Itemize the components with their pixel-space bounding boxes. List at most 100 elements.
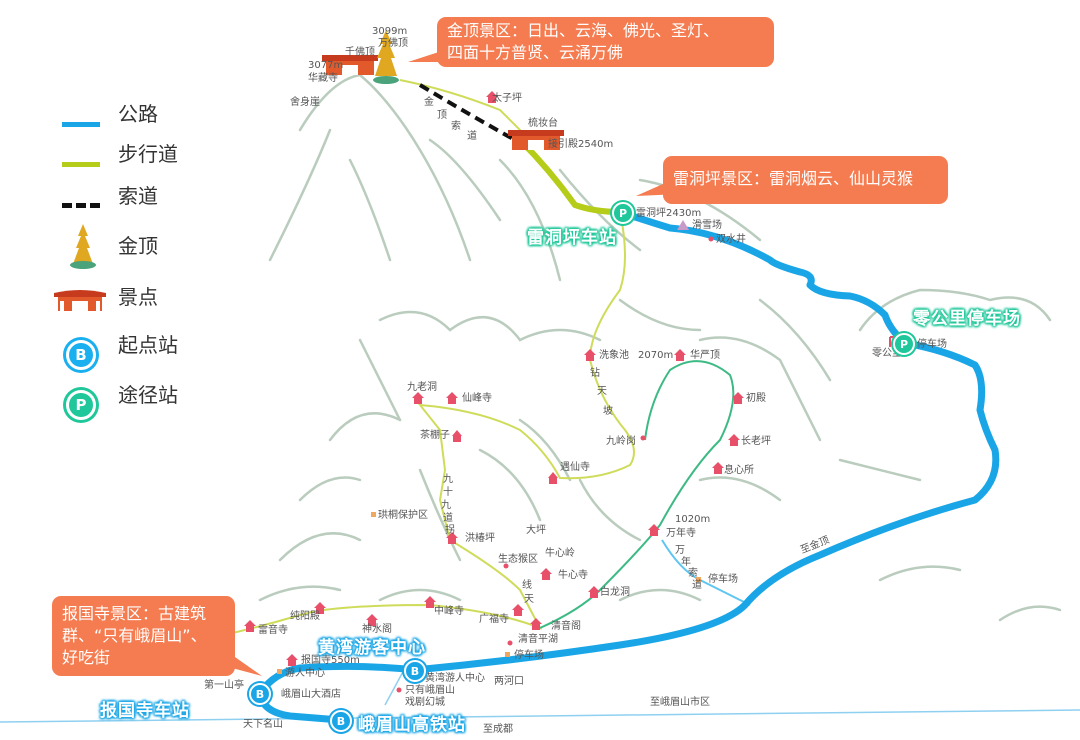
station-label-huangwan[interactable]: 黄湾游客中心 xyxy=(318,638,426,658)
station-label-leidongping[interactable]: 雷洞坪车站 xyxy=(527,228,617,248)
parking-marker xyxy=(505,652,510,657)
temple-marker xyxy=(512,604,524,616)
temple-icon-jieyin xyxy=(508,130,564,150)
trail-label-char: 九 xyxy=(443,474,453,485)
parking-glyph: P xyxy=(618,206,628,220)
bus-glyph: B xyxy=(336,714,346,728)
place-label: 中峰寺 xyxy=(434,606,464,617)
square-marker xyxy=(371,512,376,517)
bus-station-icon[interactable]: B xyxy=(249,683,271,705)
bus-icon: B xyxy=(66,340,96,370)
place-label: 神水阁 xyxy=(362,624,392,635)
road-line-icon xyxy=(62,122,100,127)
dot-marker xyxy=(503,563,509,569)
cableway-label-char: 道 xyxy=(467,131,477,142)
callout-line: 好吃街 xyxy=(62,648,111,667)
cableway-line-icon xyxy=(62,203,100,208)
dot-marker xyxy=(396,687,402,693)
temple-marker xyxy=(732,392,744,404)
cableway-label-char: 索 xyxy=(688,568,698,579)
place-label: 遇仙寺 xyxy=(560,462,590,473)
place-label: 万佛顶 xyxy=(378,38,408,49)
bus-glyph: B xyxy=(255,687,265,701)
place-label: 珙桐保护区 xyxy=(378,510,428,521)
main-road xyxy=(257,208,1000,696)
place-label: 2070m xyxy=(638,350,674,361)
temple-icon xyxy=(54,290,106,311)
temple-marker xyxy=(728,434,740,446)
place-label: 只有峨眉山 xyxy=(405,685,455,696)
secondary-road xyxy=(0,709,1080,723)
callout-line: 报国寺景区：古建筑 xyxy=(62,604,207,623)
temple-marker xyxy=(588,586,600,598)
place-label: 报国寺550m xyxy=(301,655,360,666)
cableway-label-char: 道 xyxy=(692,580,702,591)
trail-label-char: 拐 xyxy=(445,525,455,536)
temple-marker xyxy=(584,349,596,361)
place-label: 游人中心 xyxy=(285,668,325,679)
dot-marker xyxy=(708,236,714,242)
temple-marker xyxy=(366,614,378,626)
callout-line: 群、“只有峨眉山”、 xyxy=(62,626,207,645)
place-label: 3077m xyxy=(308,60,344,71)
place-label: 雷洞坪2430m xyxy=(636,208,702,219)
legend-label: 步行道 xyxy=(118,141,178,166)
trail-label-char: 天 xyxy=(597,386,607,397)
legend-label: 景点 xyxy=(118,284,158,309)
secondary-road xyxy=(384,667,406,706)
place-label: 至峨眉山市区 xyxy=(650,697,710,708)
legend-label: 公路 xyxy=(118,101,158,126)
bus-glyph: B xyxy=(410,664,420,678)
place-label: 双水井 xyxy=(716,234,746,245)
trail-label-char: 九 xyxy=(441,500,451,511)
bus-station-icon[interactable]: B xyxy=(330,710,352,732)
ski-icon xyxy=(677,220,689,230)
bus-station-icon[interactable]: B xyxy=(404,660,426,682)
parking-icon: P xyxy=(66,390,96,420)
trail-label-char: 十 xyxy=(443,487,453,498)
trail-line-icon xyxy=(62,162,100,167)
temple-marker xyxy=(446,532,458,544)
place-label: 天下名山 xyxy=(243,719,283,730)
cableway-line xyxy=(418,83,516,142)
callout-line: 金顶景区：日出、云海、佛光、圣灯、 xyxy=(447,21,720,40)
temple-marker xyxy=(424,596,436,608)
place-label: 梳妆台 xyxy=(528,118,558,129)
place-label: 至成都 xyxy=(483,724,513,735)
place-label: 大坪 xyxy=(526,525,546,536)
trail-path-green xyxy=(539,360,735,629)
place-label: 雷音寺 xyxy=(258,625,288,636)
trail-label-char: 道 xyxy=(443,513,453,524)
place-label: 太子坪 xyxy=(492,93,522,104)
place-label: 滑雪场 xyxy=(692,220,722,231)
place-label: 广福寺 xyxy=(479,614,509,625)
place-label: 纯阳殿 xyxy=(290,611,320,622)
temple-marker xyxy=(712,462,724,474)
legend-label: 途径站 xyxy=(118,382,178,407)
station-label-linggongli[interactable]: 零公里停车场 xyxy=(913,309,1021,329)
place-label: 千佛顶 xyxy=(345,47,375,58)
station-label-gaotie[interactable]: 峨眉山高铁站 xyxy=(358,715,466,735)
place-label: 接引殿2540m xyxy=(548,139,614,150)
parking-glyph: P xyxy=(75,396,87,414)
parking-glyph: P xyxy=(899,337,909,351)
place-label: 初殿 xyxy=(746,393,766,404)
parking-station-icon[interactable]: P xyxy=(893,333,915,355)
place-label: 仙峰寺 xyxy=(462,393,492,404)
place-label: 白龙洞 xyxy=(600,587,630,598)
dot-marker xyxy=(507,640,513,646)
parking-station-icon[interactable]: P xyxy=(612,202,634,224)
place-label: 息心所 xyxy=(724,465,754,476)
place-label: 1020m xyxy=(675,514,711,525)
station-label-baoguosi[interactable]: 报国寺车站 xyxy=(100,701,190,721)
place-label: 停车场 xyxy=(708,574,738,585)
place-label: 九老洞 xyxy=(407,382,437,393)
place-label: 万年寺 xyxy=(666,528,696,539)
callout-leidongping: 雷洞坪景区：雷洞烟云、仙山灵猴 xyxy=(663,156,948,204)
trail-label-char: 天 xyxy=(524,594,534,605)
place-label: 戏剧幻城 xyxy=(405,697,445,708)
place-label: 第一山亭 xyxy=(204,680,244,691)
temple-marker xyxy=(244,620,256,632)
temple-marker xyxy=(548,472,558,484)
